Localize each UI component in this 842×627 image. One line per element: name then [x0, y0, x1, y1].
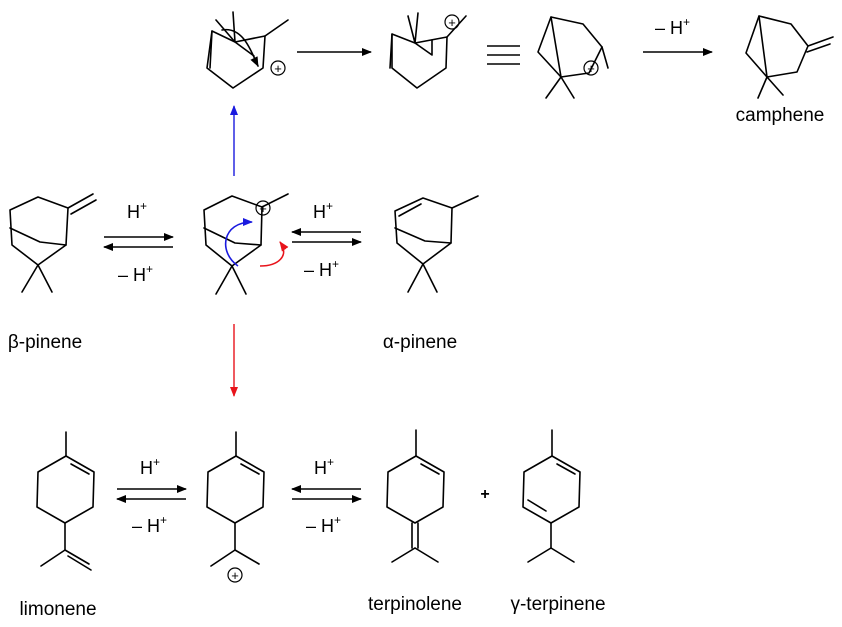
shift-curved-arrow	[221, 28, 259, 67]
limonene-structure	[36, 431, 95, 571]
reagent-minus-h: – H+	[118, 262, 153, 285]
cation-charge-text: +	[274, 61, 282, 76]
label-alpha-pinene: α-pinene	[383, 332, 457, 353]
alpha-pinene-structure	[394, 195, 479, 293]
cation-charge-text: +	[231, 568, 239, 583]
terpinyl-cation: +	[206, 431, 265, 583]
cation-charge-circle	[583, 60, 599, 76]
label-gamma-terpinene: γ-terpinene	[510, 594, 605, 615]
label-camphene: camphene	[736, 105, 825, 126]
equilibrium-alpha-pinene: H+ – H+	[291, 199, 362, 280]
bicyclic-cation-top: +	[206, 11, 289, 89]
plus-sign: +	[480, 486, 489, 503]
pinyl-cation: +	[203, 193, 289, 295]
reagent-minus-h: – H+	[304, 257, 339, 280]
label-terpinolene: terpinolene	[368, 594, 462, 615]
reagent-h: H+	[127, 199, 147, 222]
reagent-minus-h: – H+	[655, 15, 690, 38]
reagent-minus-h: – H+	[132, 513, 167, 536]
cation-charge-text: +	[587, 61, 595, 76]
cation-charge-circle	[270, 60, 286, 76]
terpinolene-structure	[386, 429, 445, 563]
rearranged-cation: +	[389, 12, 467, 89]
equilibrium-terpinolene: H+ – H+	[291, 455, 362, 536]
red-curved-arrow	[259, 241, 289, 267]
cation-charge-circle	[444, 14, 460, 30]
reagent-h: H+	[314, 455, 334, 478]
label-beta-pinene: β-pinene	[8, 332, 82, 353]
reagent-h: H+	[313, 199, 333, 222]
cation-charge-circle	[255, 200, 271, 216]
gamma-terpinene-structure	[522, 429, 581, 563]
reagent-minus-h: – H+	[306, 513, 341, 536]
camphene-structure	[745, 15, 834, 99]
equilibrium-beta-pinene: H+ – H+	[103, 199, 174, 285]
camphene-cation: +	[537, 16, 609, 99]
equilibrium-limonene: H+ – H+	[116, 455, 187, 536]
beta-pinene-structure	[9, 193, 97, 293]
cation-charge-text: +	[448, 15, 456, 30]
cation-charge-circle	[227, 567, 243, 583]
cation-charge-text: +	[259, 201, 267, 216]
label-limonene: limonene	[19, 599, 96, 620]
blue-curved-arrow	[224, 218, 253, 267]
equivalence-sign	[487, 45, 520, 65]
reagent-h: H+	[140, 455, 160, 478]
